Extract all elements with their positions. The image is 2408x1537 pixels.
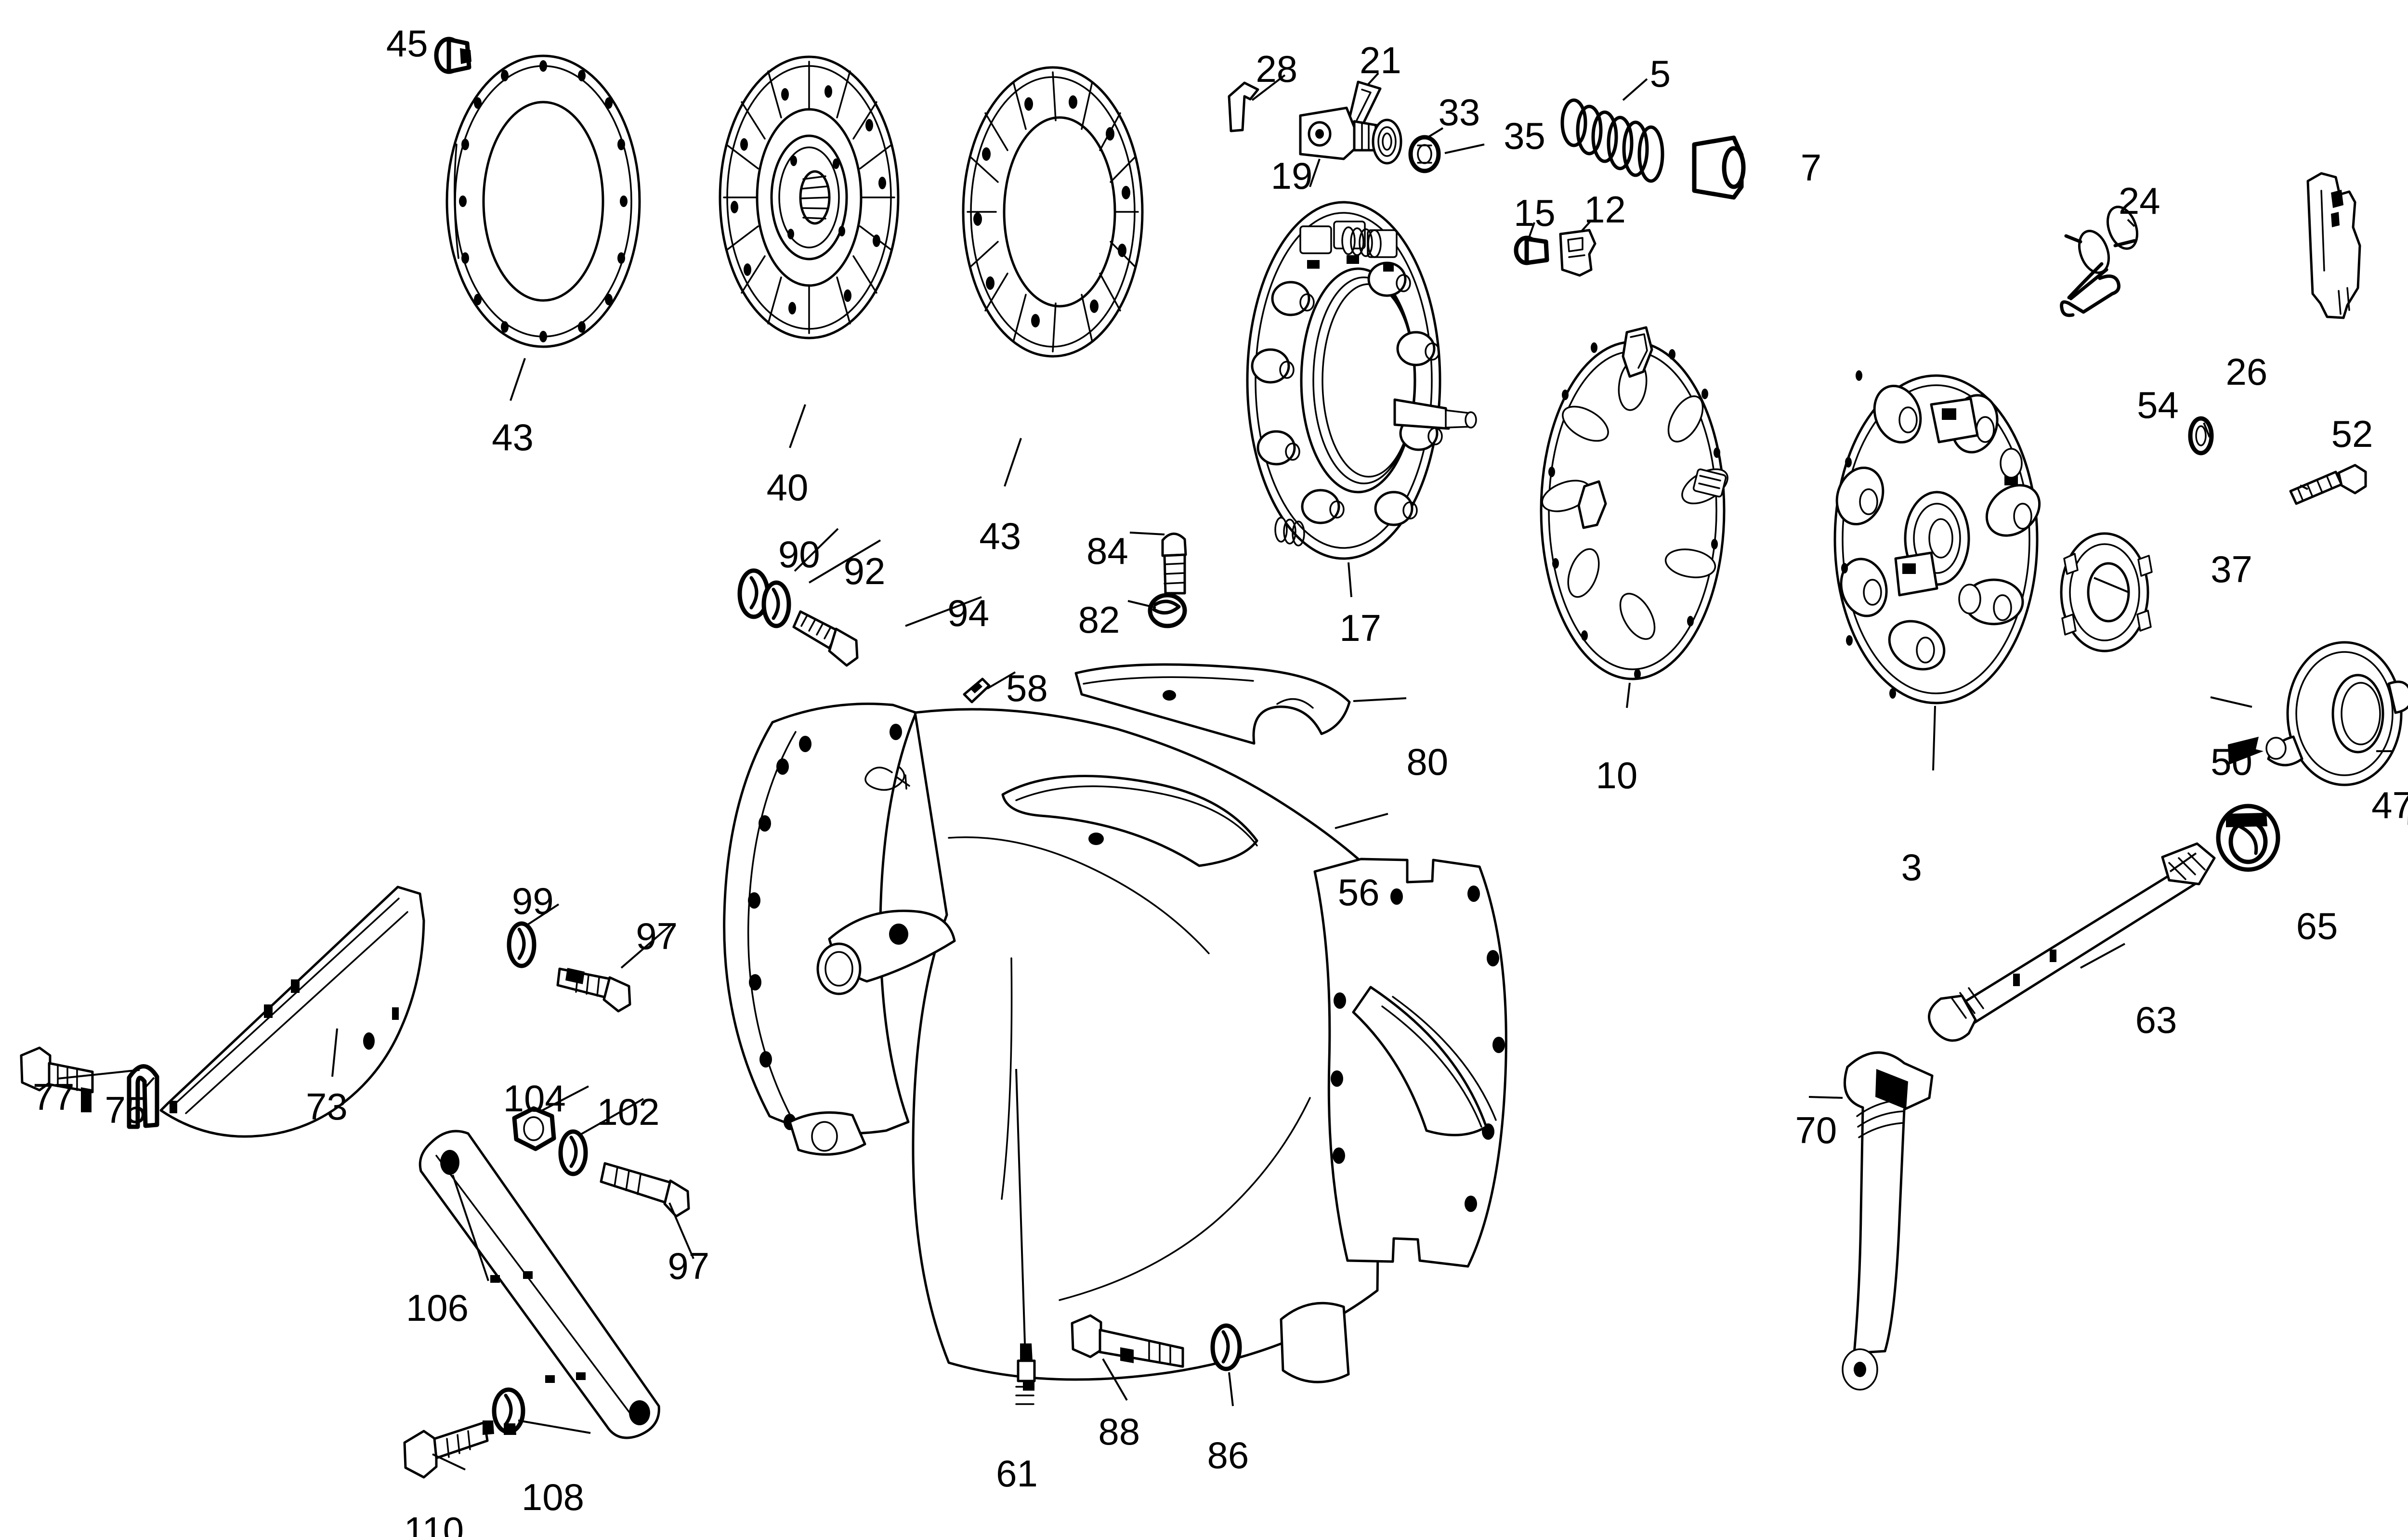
part-84-shoulder-screw [1161,533,1187,595]
part-108-spring-washer [492,1387,525,1435]
callout-61: 61 [996,1452,1038,1495]
callout-5: 5 [1649,52,1671,95]
callout-77: 77 [32,1075,75,1118]
callout-102: 102 [597,1090,660,1133]
callout-43b: 43 [979,514,1021,557]
part-86-spring-washer [1210,1323,1242,1371]
part-58-dowel-pin [963,677,991,703]
part-15-rivet [1514,235,1549,265]
part-30-release-lever-arm [2306,172,2361,319]
part-33-washer [1372,118,1402,165]
part-102-spring-washer [558,1129,588,1176]
part-88-hex-bolt [1071,1314,1184,1368]
part-24-retaining-spring [2064,206,2138,300]
part-43b-clutch-disc-lining-plate [962,66,1144,358]
callout-82: 82 [1078,598,1120,641]
callout-50: 50 [2211,741,2252,783]
callout-24: 24 [2118,180,2160,222]
callout-56: 56 [1337,871,1380,914]
callout-65: 65 [2296,904,2338,947]
callout-7: 7 [1800,146,1822,189]
callout-70: 70 [1795,1109,1837,1152]
callout-88: 88 [1098,1410,1140,1453]
callout-28: 28 [1256,47,1298,90]
part-73-cover-plate [159,886,425,1138]
callout-63: 63 [2135,998,2177,1041]
part-70-release-lever [1842,1051,1934,1391]
callout-110: 110 [404,1509,464,1537]
callout-35: 35 [1504,114,1545,157]
callout-3: 3 [1901,846,1922,889]
callout-80: 80 [1406,741,1449,783]
callout-108: 108 [521,1475,585,1518]
part-45-pilot-bushing-screw [434,37,471,74]
part-61-grease-nipple [1015,1068,1036,1405]
callout-40: 40 [766,466,809,508]
callout-47: 47 [2371,784,2408,827]
callout-12: 12 [1584,188,1626,231]
part-19-release-lever-block [1299,106,1385,160]
callout-75: 75 [105,1089,147,1132]
callout-94: 94 [947,591,990,634]
part-106-support-strut [419,1130,660,1439]
part-10-clutch-cover-plate [1540,326,1728,680]
callout-58: 58 [1006,667,1048,710]
part-17-clutch-pressure-plate [1246,201,1477,560]
part-52-hex-bolt [2289,464,2367,505]
part-56-bell-housing [723,703,1507,1383]
callout-92: 92 [843,549,886,592]
part-50-retaining-clip [2228,737,2264,765]
part-3-clutch-hub-assembly [1833,370,2041,704]
part-97a-hex-bolt [556,967,631,1013]
callout-99: 99 [511,879,554,922]
part-65-snap-ring [2216,804,2280,872]
callout-54: 54 [2137,384,2179,427]
leader-lines [57,72,2392,1471]
part-40-clutch-driven-disc [719,55,900,339]
callout-84: 84 [1086,529,1128,572]
callout-33: 33 [1438,91,1480,133]
callout-10: 10 [1596,754,1638,796]
callout-73: 73 [305,1085,348,1128]
part-35-nut [1408,135,1441,173]
part-28-release-lever-clip [1228,81,1259,132]
part-104-hex-nut [512,1106,556,1151]
callout-106: 106 [406,1286,469,1329]
callout-45: 45 [386,22,428,65]
callout-52: 52 [2331,412,2373,455]
part-5-coil-spring [1560,98,1664,183]
callout-21: 21 [1360,39,1401,82]
part-12-release-lever-bracket [1559,229,1597,277]
callout-97a: 97 [636,914,678,957]
callout-37: 37 [2211,548,2252,591]
callout-17: 17 [1339,606,1382,649]
part-63-release-shaft [1928,842,2216,1042]
part-7-spring-cup [1692,135,1746,200]
callout-97b: 97 [667,1244,710,1287]
part-94-hex-bolt [792,610,859,667]
part-99-spring-washer [507,921,537,968]
part-97b-hex-bolt [600,1162,690,1218]
callout-15: 15 [1514,191,1556,234]
callout-26: 26 [2225,350,2268,393]
callout-90: 90 [778,533,820,575]
part-26-wire-clip [2060,274,2120,317]
part-47-release-bearing [2265,641,2408,786]
part-82-spring-lock-washer [1148,593,1187,628]
callout-104: 104 [503,1077,566,1120]
callout-43a: 43 [492,416,534,458]
part-110-hex-bolt [403,1420,494,1479]
part-92-spring-washer [761,580,791,628]
part-80-inspection-cover [1074,663,1351,745]
callout-19: 19 [1270,155,1313,197]
part-43a-clutch-disc-lining-plate [445,54,641,348]
part-37-thrust-plate [2060,532,2153,652]
callout-86: 86 [1207,1433,1249,1476]
